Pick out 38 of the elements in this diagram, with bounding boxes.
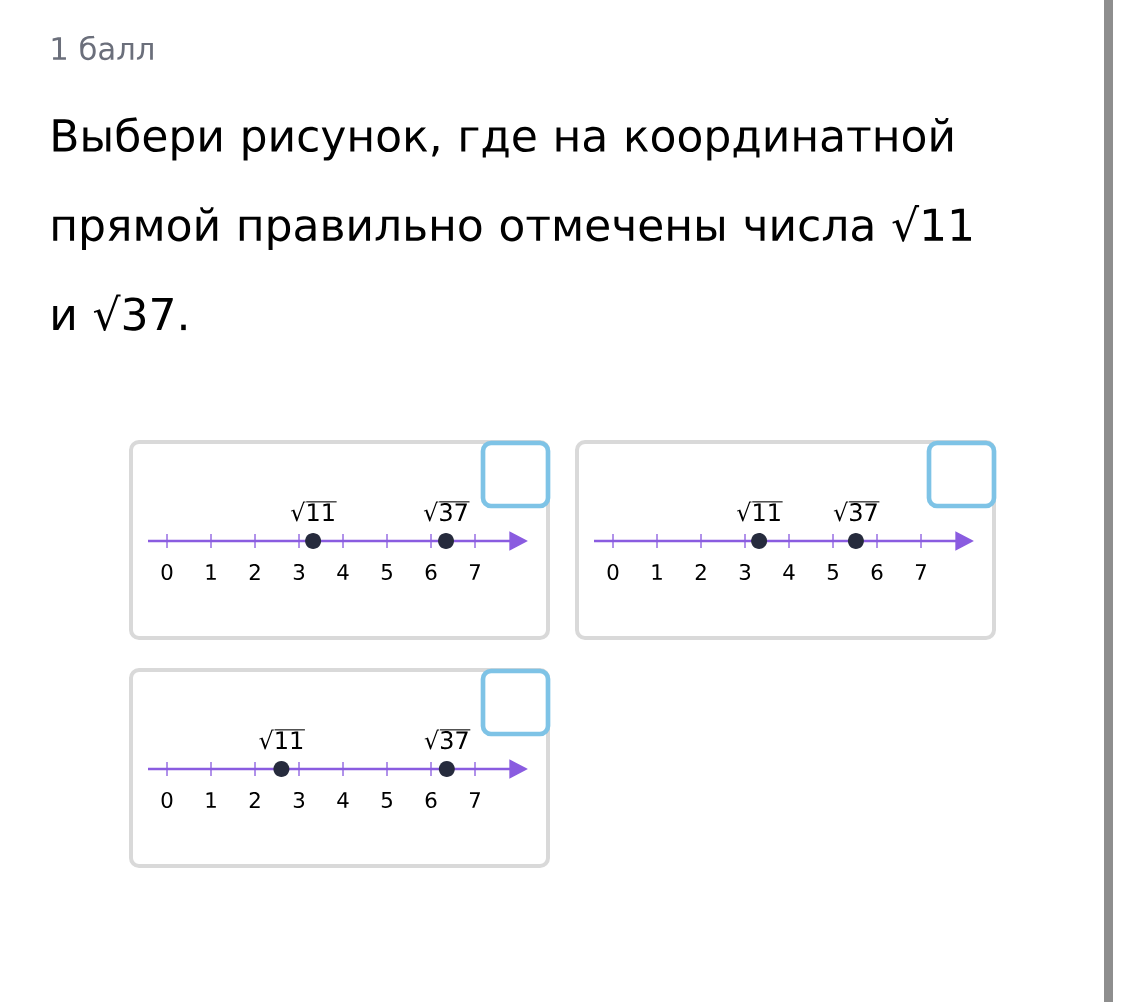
tick-label: 4: [337, 564, 349, 580]
tick-label: 3: [739, 563, 751, 581]
tick-label: 3: [293, 791, 305, 809]
tick-label: 4: [783, 564, 795, 580]
tick-label: 0: [607, 563, 619, 581]
tick-label: 6: [425, 791, 437, 809]
tick-label: 5: [381, 792, 392, 808]
answer-card: [575, 440, 996, 640]
tick-label: 4: [337, 792, 349, 808]
checkbox: [926, 440, 997, 509]
tick-label: 2: [249, 564, 260, 580]
tick-label: 7: [470, 564, 480, 580]
point-label: √37: [424, 729, 471, 750]
answer-card: [129, 440, 550, 640]
question-text: Выбери рисунок, где на координатной прямой правильно отмечены числа √11 и √37.: [53, 117, 971, 331]
tick-label: 2: [249, 792, 260, 808]
tick-label: 5: [827, 564, 838, 580]
point-label: √37: [833, 501, 880, 522]
tick-label: 3: [293, 563, 305, 581]
tick-label: 7: [915, 564, 926, 580]
point-label: √11: [259, 729, 306, 750]
checkbox: [480, 440, 551, 509]
tick-label: 1: [652, 564, 662, 580]
tick-label: 2: [695, 564, 706, 580]
tick-label: 6: [871, 563, 883, 581]
point-label: √11: [736, 501, 784, 522]
tick-label: 5: [381, 564, 392, 580]
answer-card: [129, 668, 550, 868]
tick-label: 0: [161, 563, 173, 581]
point-label: √11: [290, 501, 338, 522]
tick-label: 7: [470, 792, 480, 808]
tick-label: 1: [206, 564, 216, 580]
point-label: √37: [423, 501, 471, 522]
tick-label: 0: [161, 791, 173, 809]
checkbox: [480, 668, 551, 737]
score-label: 1 балл: [52, 35, 153, 61]
tick-label: 1: [206, 792, 216, 808]
tick-label: 6: [425, 563, 437, 581]
